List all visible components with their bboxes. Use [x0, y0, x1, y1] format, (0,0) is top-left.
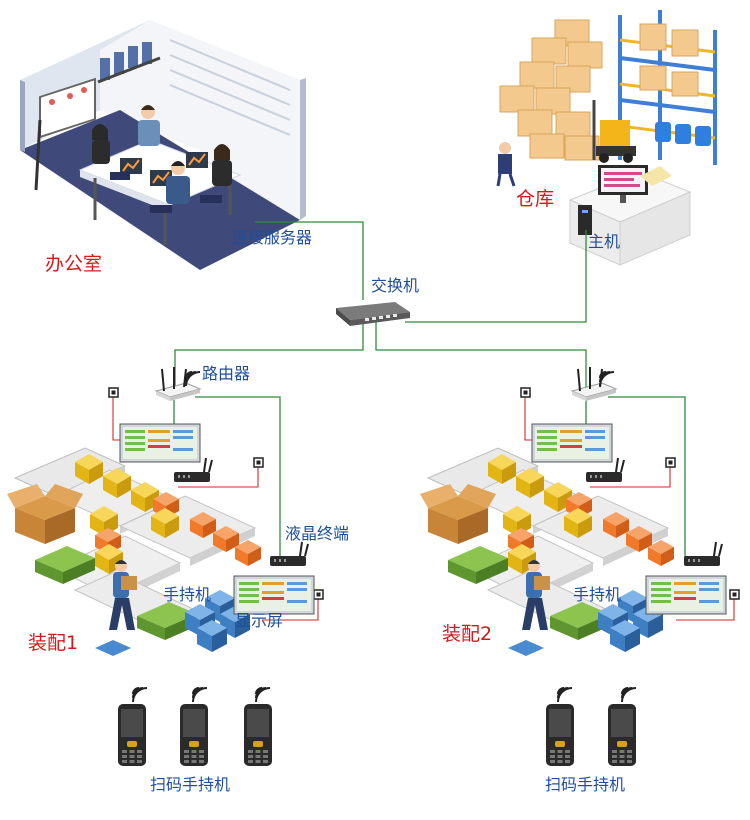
conveyor-line-icon [7, 448, 261, 656]
sensor-icon [729, 589, 740, 600]
handheld-label-2: 手持机 [573, 585, 622, 604]
monitor-screen-icon [531, 423, 613, 463]
scan-handheld-label-2: 扫码手持机 [545, 775, 626, 794]
wifi-signal-icon [192, 687, 208, 703]
scan-handheld-icon [608, 704, 636, 766]
host-label: 主机 [588, 232, 621, 251]
monitor-screen-icon [119, 423, 201, 463]
scan-handheld-icon [118, 704, 146, 766]
office-scene-icon [20, 20, 306, 270]
wifi-signal-icon [132, 687, 148, 703]
scan-handheld-group-2 [546, 687, 637, 766]
scan-handheld-icon [180, 704, 208, 766]
display-screen-label: 显示屏 [235, 611, 284, 630]
connect-server-label: 连接服务器 [232, 228, 313, 247]
lcd-terminal-icon [683, 541, 723, 567]
scan-handheld-group-1 [118, 687, 272, 766]
sensor-icon [313, 589, 324, 600]
assembly-1-label: 装配1 [28, 632, 79, 654]
wifi-signal-icon [255, 687, 271, 703]
warehouse-scene-icon [496, 10, 717, 187]
lcd-terminal-label: 液晶终端 [285, 524, 350, 543]
lcd-terminal-icon [269, 541, 309, 567]
wifi-signal-icon [621, 687, 637, 703]
scan-handheld-icon [546, 704, 574, 766]
signal-lines [112, 396, 735, 621]
warehouse-label: 仓库 [516, 188, 555, 210]
monitor-screen-icon [645, 575, 727, 615]
assembly-2-label: 装配2 [442, 623, 493, 645]
sensor-icon [253, 457, 264, 468]
monitor-screen-icon [233, 575, 315, 615]
sensor-icon [665, 457, 676, 468]
office-label: 办公室 [45, 253, 103, 275]
network-switch-icon [336, 302, 410, 326]
scan-handheld-icon [244, 704, 272, 766]
switch-label: 交换机 [371, 276, 420, 295]
assembly-line-2 [420, 366, 740, 656]
sensor-icon [108, 387, 119, 398]
router-label: 路由器 [202, 364, 251, 383]
scan-handheld-label-1: 扫码手持机 [150, 775, 231, 794]
host-computer-icon [568, 165, 692, 266]
sensor-icon [520, 387, 531, 398]
wifi-signal-icon [557, 687, 573, 703]
handheld-label-1: 手持机 [163, 585, 212, 604]
